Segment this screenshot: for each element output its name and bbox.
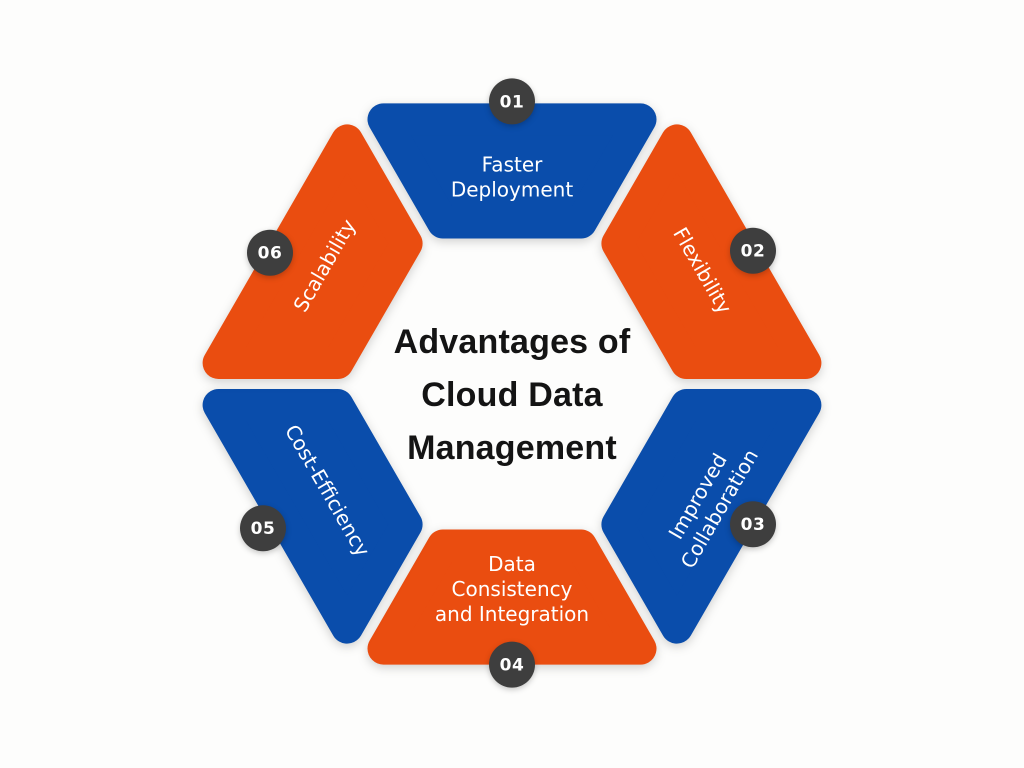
- badge-number-02: 02: [741, 242, 766, 262]
- segment-top-right: [601, 124, 822, 379]
- segment-bottom-left: [202, 389, 423, 644]
- badge-number-06: 06: [258, 244, 283, 264]
- diagram-title: Advantages of Cloud Data Management: [394, 316, 631, 475]
- badge-number-01: 01: [500, 92, 525, 112]
- badge-01: [489, 78, 535, 125]
- title-line-3: Management: [407, 429, 617, 467]
- title-line-1: Advantages of: [393, 323, 631, 361]
- badge-number-03: 03: [741, 515, 766, 535]
- badge-number-05: 05: [251, 519, 276, 539]
- badge-06: [247, 229, 293, 276]
- segment-bottom: [367, 529, 657, 665]
- segment-bottom-right: [601, 389, 822, 644]
- badge-number-04: 04: [500, 656, 525, 676]
- badge-04: [489, 641, 535, 688]
- title-line-2: Cloud Data: [421, 376, 603, 414]
- badge-03: [730, 501, 776, 548]
- segment-top: [367, 103, 657, 239]
- badge-05: [240, 505, 286, 552]
- badge-02: [730, 227, 776, 274]
- segment-top-left: [202, 124, 423, 379]
